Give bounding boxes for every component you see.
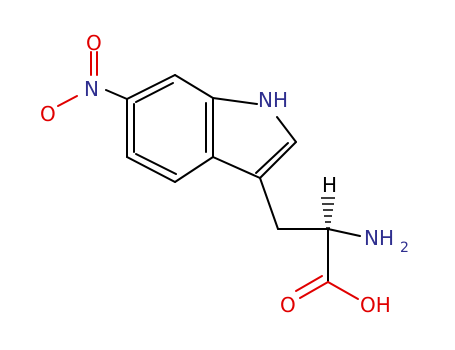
atom-stereo-h: H [322, 173, 337, 197]
bond-c-o-double [295, 275, 323, 292]
atom-nitrogen-nitro: N [84, 77, 99, 101]
bond-n-c6 [105, 89, 128, 100]
bond-c4-c5-double [135, 153, 177, 175]
bond-c2-c3 [259, 141, 297, 179]
bond-c6-c7 [126, 74, 176, 100]
atom-amine-subscript: 2 [400, 240, 409, 256]
bond-c2-c3-double [255, 142, 289, 174]
atom-oxygen-nitro: O [40, 102, 56, 126]
bonds [57, 51, 361, 300]
bond-c3a-c4 [174, 156, 214, 183]
stereo-hash-bond [321, 197, 335, 229]
bond-ca-n [327, 228, 361, 237]
atom-amine-n: NH [364, 226, 394, 250]
bond-c-o [299, 281, 329, 299]
atom-oxygen-top: O [86, 31, 102, 55]
bond-c3-cb [259, 177, 279, 230]
bond-c4-c5 [126, 156, 176, 183]
atom-hydroxyl: OH [360, 293, 391, 317]
bond-n1-c2 [276, 116, 297, 143]
bond-c7-c7a [174, 74, 214, 99]
bond-c-oh [327, 281, 359, 300]
bond-n-o [57, 95, 78, 107]
bond-c3-c3a [212, 156, 261, 179]
atom-carbonyl-o: O [280, 293, 296, 317]
bond-c6-c7-inner [135, 82, 174, 103]
atom-indole-nh: NH [258, 88, 288, 112]
bond-c7a-n1 [212, 97, 258, 105]
